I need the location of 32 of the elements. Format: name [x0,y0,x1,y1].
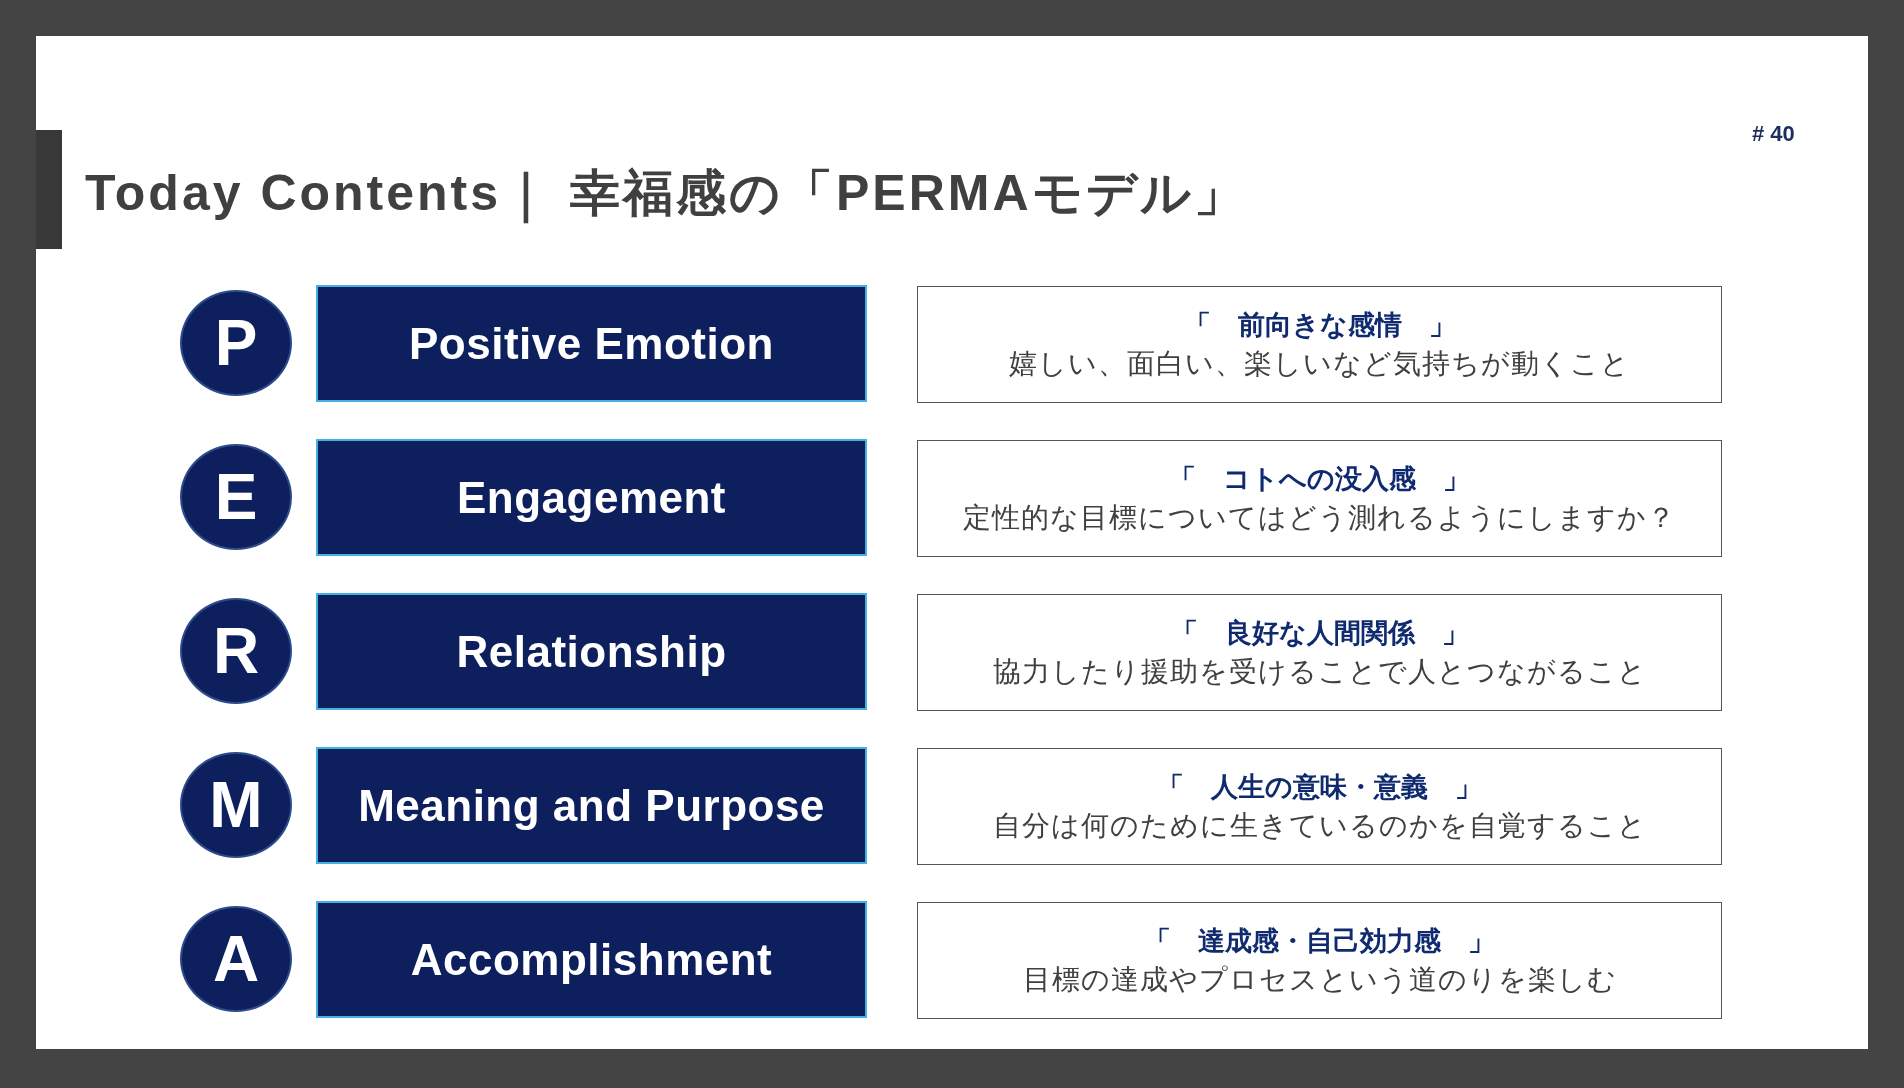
description-box [917,594,1722,711]
term-box [316,439,867,556]
description-box [917,748,1722,865]
term-label: Meaning and Purpose [358,779,825,832]
description-heading: 「 人生の意味・意義 」 [1157,770,1482,804]
term-label: Accomplishment [410,933,773,986]
term-box [316,901,867,1018]
letter: M [209,770,263,840]
description-text: 協力したり援助を受けることで人とつながること [992,654,1647,689]
term-label: Engagement [456,471,726,524]
description-box [917,440,1722,557]
slide-title: Today Contents｜ 幸福感の「PERMAモデル」 [85,162,1247,224]
letter: A [212,924,260,994]
description-text: 定性的な目標についてはどう測れるようにしますか？ [963,500,1676,535]
description-text: 目標の達成やプロセスという道のりを楽しむ [1022,962,1617,997]
letter: R [212,616,260,686]
term-box [316,593,867,710]
term-label: Relationship [456,625,727,678]
episode-number: # 40 [1752,122,1795,146]
description-heading: 「 前向きな感情 」 [1183,308,1456,342]
term-label: Positive Emotion [409,317,774,370]
description-heading: 「 良好な人間関係 」 [1170,616,1469,650]
description-text: 自分は何のために生きているのかを自覚すること [992,808,1647,843]
letter: E [214,462,258,532]
description-text: 嬉しい、面白い、楽しいなど気持ちが動くこと [1009,346,1630,381]
description-box [917,286,1722,403]
description-heading: 「 コトへの没入感 」 [1169,462,1470,496]
term-box [316,747,867,864]
letter: P [214,308,258,378]
description-box [917,902,1722,1019]
description-heading: 「 達成感・自己効力感 」 [1144,924,1495,958]
term-box [316,285,867,402]
